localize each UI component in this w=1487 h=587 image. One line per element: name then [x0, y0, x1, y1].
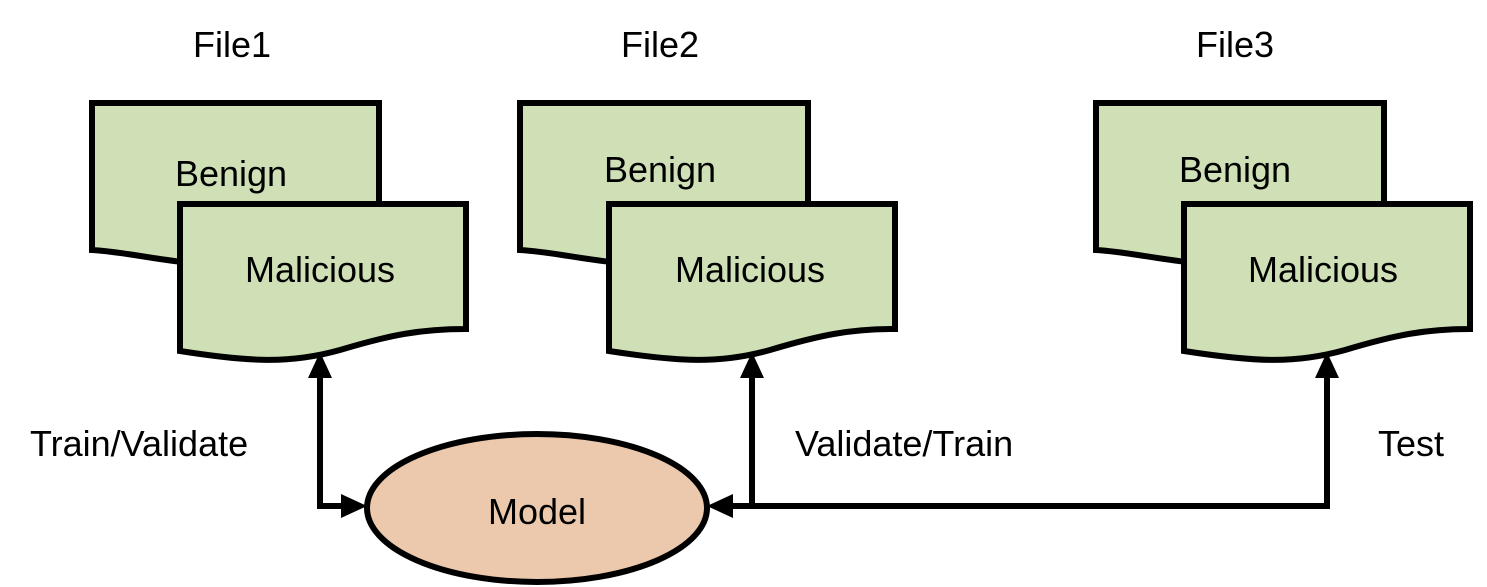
arrowhead-up-file2: [740, 352, 764, 378]
file3-malicious-label: Malicious: [1248, 249, 1398, 290]
file2-benign-label: Benign: [604, 149, 716, 190]
arrowhead-up-file3: [1315, 352, 1339, 378]
file1-benign-label: Benign: [175, 153, 287, 194]
model-ellipse: [364, 431, 710, 585]
edge-file1-line: [317, 372, 346, 509]
file3-title: File3: [1196, 24, 1274, 65]
edge-label-validate-train: Validate/Train: [795, 423, 1013, 464]
file2-group: Benign Malicious: [517, 100, 898, 363]
model-node: Model: [364, 431, 710, 585]
edge-file2-file3-model: [707, 352, 1339, 518]
file1-malicious-doc: [177, 201, 469, 363]
file2-title: File2: [621, 24, 699, 65]
edge-label-test: Test: [1378, 423, 1444, 464]
file1-title: File1: [193, 24, 271, 65]
file3-benign-label: Benign: [1179, 149, 1291, 190]
file2-malicious-label: Malicious: [675, 249, 825, 290]
file1-group: Benign Malicious: [89, 100, 469, 363]
file3-malicious-doc: [1181, 201, 1473, 363]
file2-malicious-doc: [606, 201, 898, 363]
edge-file3-line: [728, 372, 1330, 509]
file3-group: Benign Malicious: [1093, 100, 1473, 363]
arrowhead-right-model: [341, 494, 367, 518]
edge-label-train-validate: Train/Validate: [30, 423, 248, 464]
file1-malicious-label: Malicious: [245, 249, 395, 290]
model-label: Model: [488, 491, 586, 532]
arrowhead-up-file1: [308, 352, 332, 378]
arrowhead-left-model: [707, 494, 733, 518]
edge-file1-model: [308, 352, 367, 518]
